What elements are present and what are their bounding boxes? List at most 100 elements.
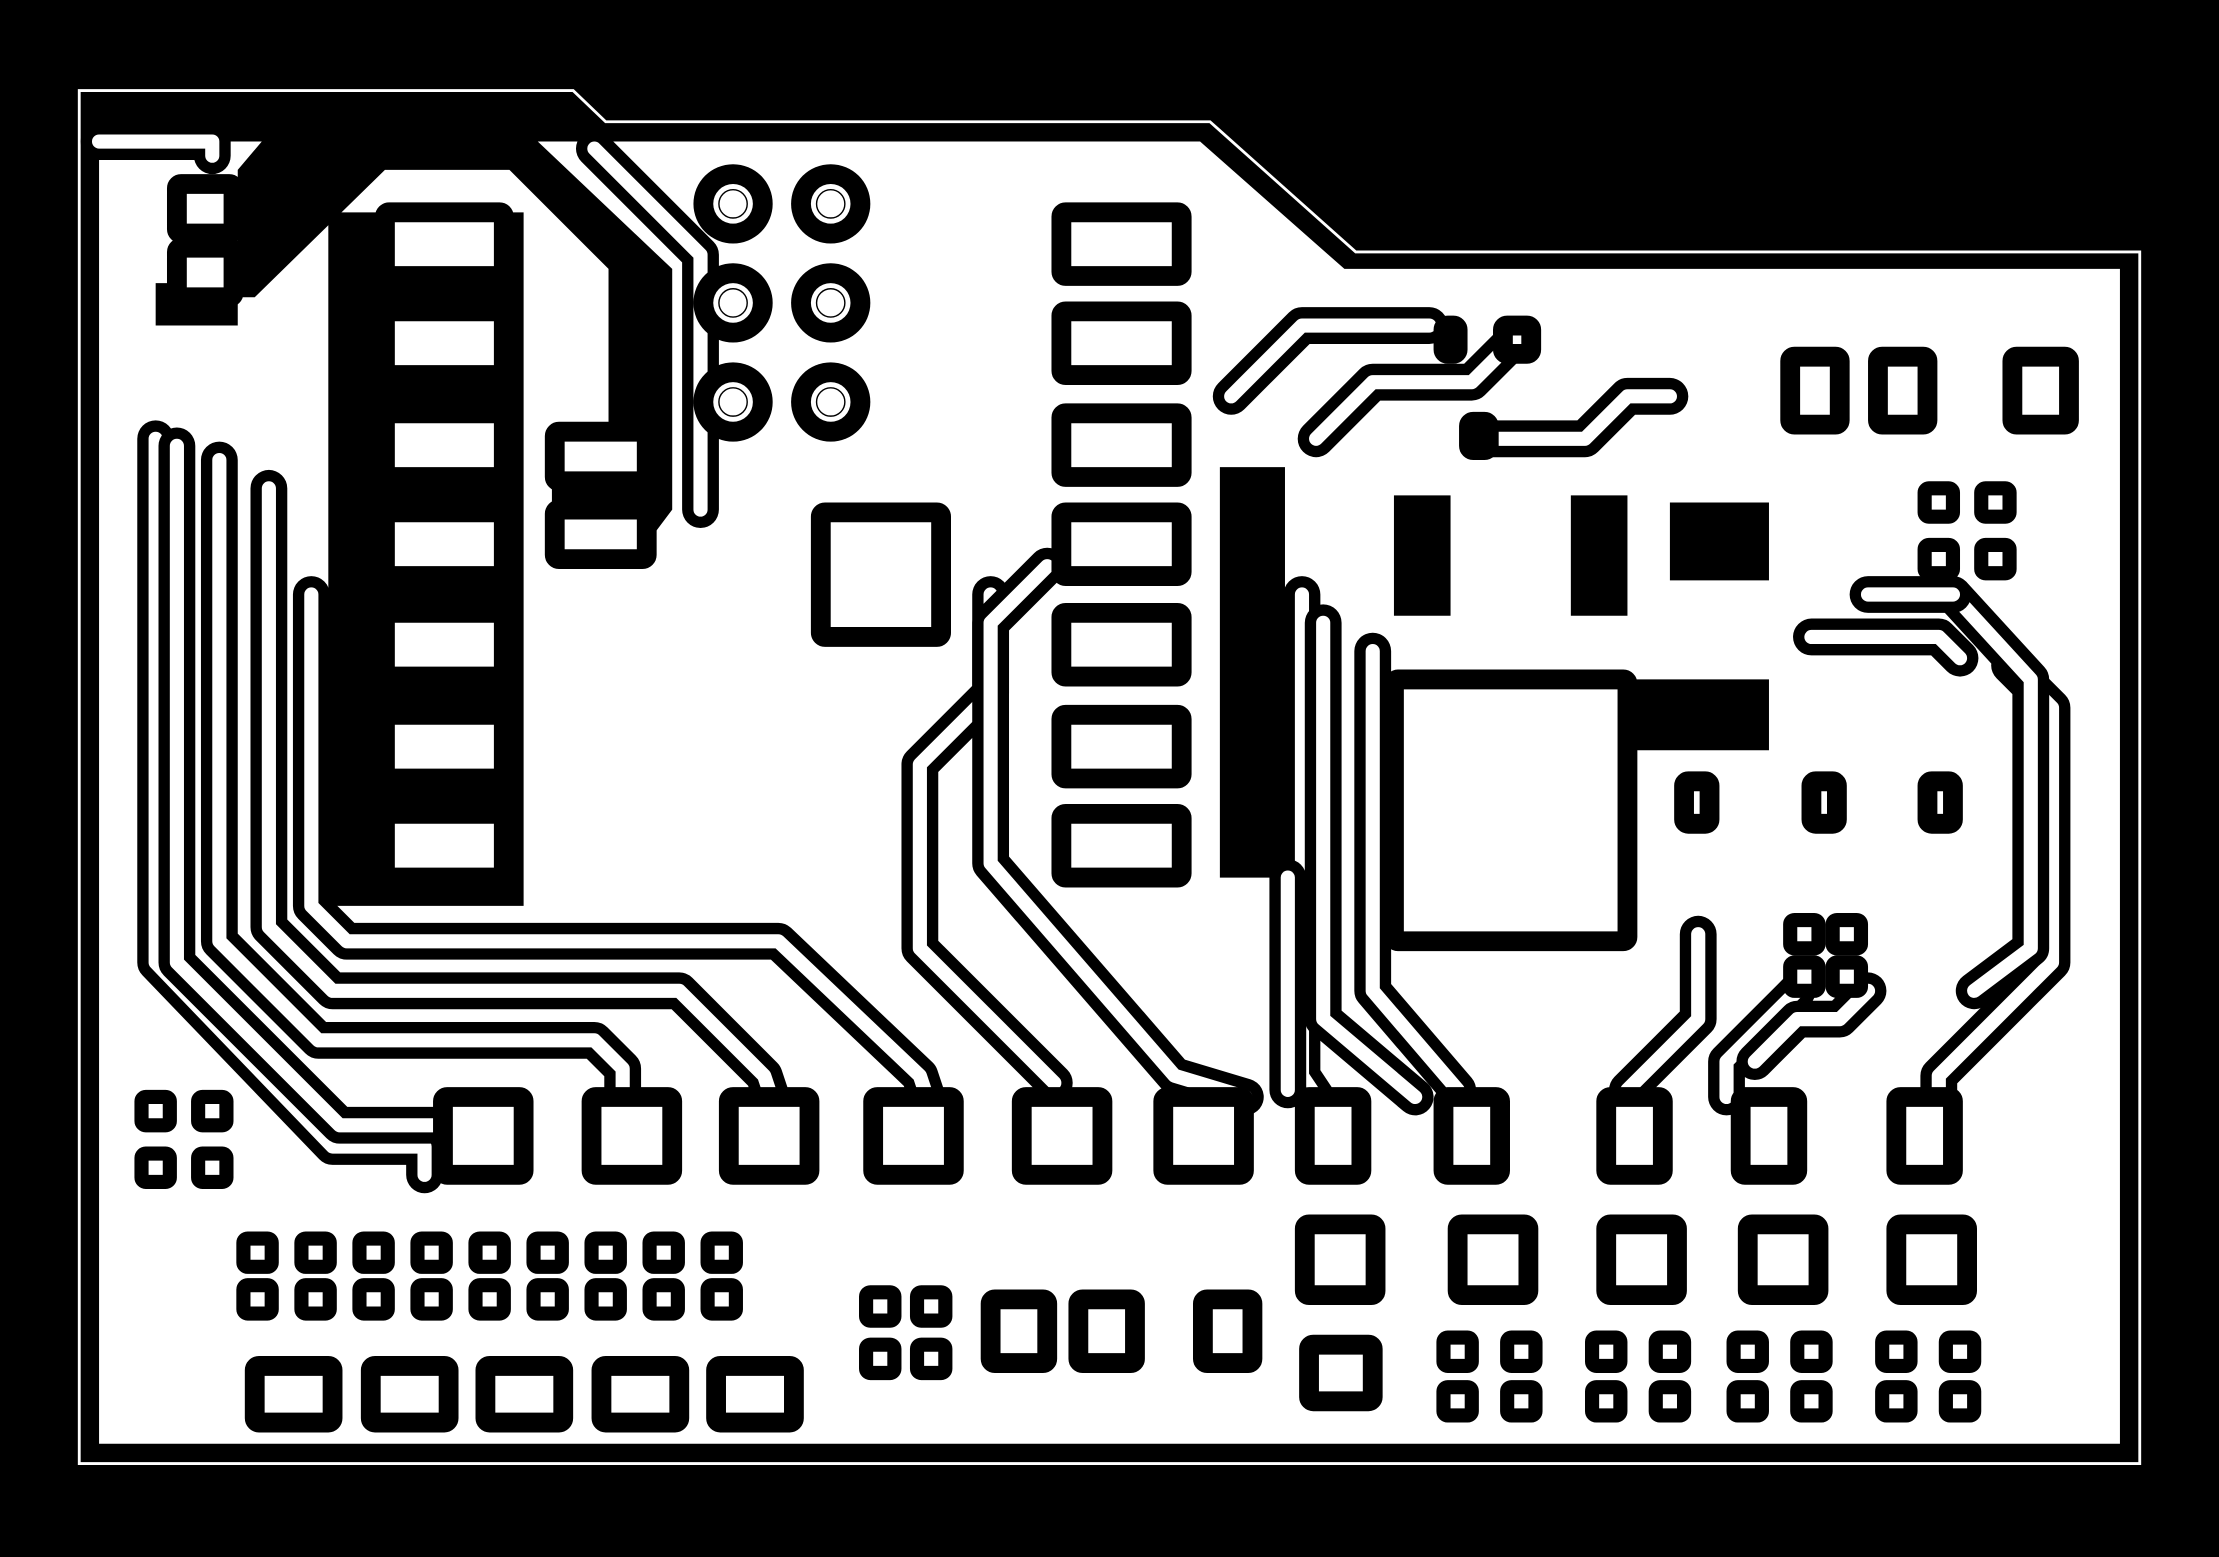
smd-pad [642, 1278, 685, 1321]
drill [718, 387, 748, 417]
trace [1945, 587, 2038, 998]
copper-pour [1669, 502, 1769, 581]
pad [980, 1289, 1058, 1373]
smd-pad [468, 1278, 511, 1321]
pad [375, 202, 514, 286]
smd-pad [1726, 1380, 1769, 1423]
pad [166, 174, 244, 244]
pad [375, 602, 514, 687]
pad [1596, 1087, 1673, 1185]
pad [1596, 1214, 1687, 1306]
pad [863, 1087, 964, 1185]
pad [475, 1356, 574, 1433]
trace [1478, 389, 1677, 446]
pad [1493, 315, 1542, 364]
smd-pad [1500, 1380, 1543, 1423]
trace [1316, 615, 1423, 1105]
pad [1780, 346, 1850, 435]
smd-pad [909, 1337, 953, 1381]
smd-pad [1974, 481, 2017, 524]
smd-pad [1938, 1380, 1982, 1423]
smd-pad [236, 1278, 279, 1321]
pad [1737, 1214, 1829, 1306]
smd-pad [584, 1278, 627, 1321]
board-outline [77, 89, 2142, 1465]
pad [1459, 411, 1499, 461]
copper-pour [1219, 467, 1285, 878]
pad [1674, 771, 1720, 834]
pads [134, 174, 2079, 1433]
smd-pad [236, 1231, 279, 1274]
pad [375, 803, 514, 888]
pad [1886, 1214, 1978, 1306]
pad [1153, 1087, 1254, 1185]
through-holes [693, 164, 871, 442]
trace [1747, 983, 1876, 1069]
pad [1447, 1214, 1539, 1306]
smd-pad [1648, 1330, 1692, 1373]
pad [1801, 771, 1847, 834]
pad [1384, 669, 1638, 952]
smd-pad [191, 1089, 234, 1133]
pad [375, 301, 514, 386]
smd-pad [1648, 1380, 1692, 1423]
smd-pad [1436, 1330, 1479, 1373]
drill [815, 387, 846, 417]
smd-pad [1726, 1330, 1769, 1373]
trace [1719, 983, 1805, 1105]
trace [169, 438, 449, 1133]
smd-pad [859, 1337, 902, 1381]
smd-pad [352, 1278, 395, 1321]
drill [815, 288, 846, 318]
pad [1051, 602, 1192, 687]
smd-pad [526, 1231, 569, 1274]
smd-pad [1938, 1330, 1982, 1373]
pad [544, 421, 657, 492]
pad [1051, 704, 1192, 789]
smd-pad [700, 1231, 743, 1274]
pad [1917, 771, 1963, 834]
smd-pad [410, 1231, 453, 1274]
pad [1051, 301, 1192, 386]
pad [1294, 1087, 1372, 1185]
trace [261, 481, 779, 1105]
pad [591, 1356, 690, 1433]
smd-pad [859, 1285, 902, 1328]
trace [1620, 927, 1706, 1097]
trace [148, 431, 432, 1182]
pad [1299, 1334, 1383, 1412]
smd-pad [294, 1231, 337, 1274]
pad [1433, 1087, 1510, 1185]
pad [810, 502, 951, 647]
trace [587, 141, 708, 517]
pad [1868, 346, 1938, 435]
pad [166, 237, 244, 308]
smd-pad [1500, 1330, 1543, 1373]
smd-pad [700, 1278, 743, 1321]
smd-pad [352, 1231, 395, 1274]
smd-pad [191, 1146, 234, 1189]
pad [433, 1087, 534, 1185]
drill [718, 188, 748, 219]
pad [1051, 803, 1192, 888]
drill [815, 188, 846, 219]
pad [1011, 1087, 1113, 1185]
pad [375, 704, 514, 789]
pad [375, 502, 514, 586]
smd-pad [1783, 955, 1826, 998]
smd-pad [1584, 1330, 1628, 1373]
smd-pad [1875, 1330, 1918, 1373]
smd-pad [526, 1278, 569, 1321]
pad [1068, 1289, 1145, 1373]
pad [1051, 403, 1192, 487]
smd-pad [1875, 1380, 1918, 1423]
pad [2002, 346, 2079, 435]
smd-pad [1825, 912, 1869, 956]
trace [1309, 332, 1522, 446]
pad [1294, 1214, 1386, 1306]
smd-pad [1790, 1330, 1833, 1373]
copper-pour [1393, 495, 1451, 616]
smd-pad [134, 1089, 177, 1133]
pad [581, 1087, 683, 1185]
